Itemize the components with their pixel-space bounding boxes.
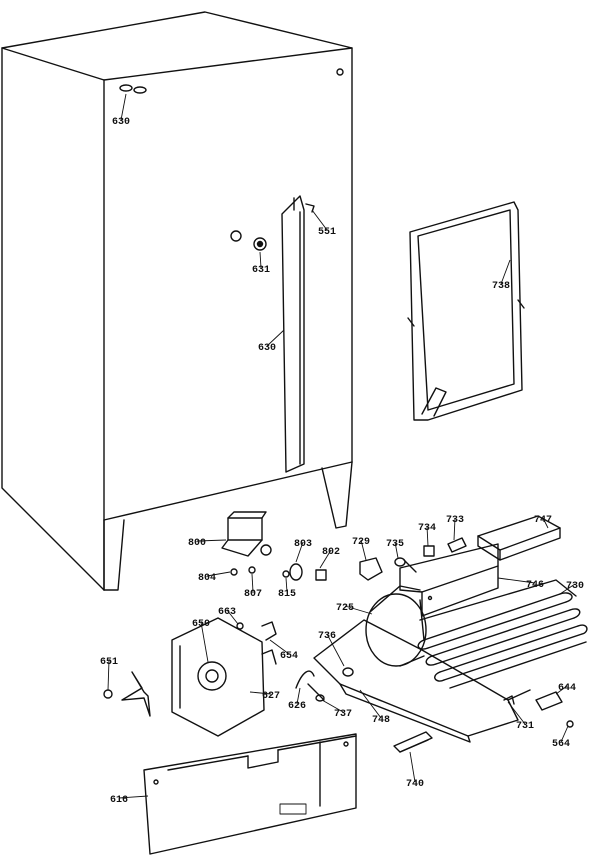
- leader-line-663: [226, 609, 239, 625]
- leader-line-736: [326, 633, 345, 667]
- part-label-729: 729: [352, 537, 370, 548]
- leader-line-725: [344, 605, 373, 615]
- leader-line-630a: [120, 93, 127, 121]
- part-label-644: 644: [558, 683, 576, 694]
- part-label-630a: 630: [112, 117, 130, 128]
- leader-line-564: [560, 725, 569, 743]
- leader-line-731: [507, 701, 526, 725]
- compressor-725: [365, 585, 427, 667]
- leader-line-735: [394, 541, 399, 559]
- fan-shroud-627: [171, 617, 265, 737]
- leader-line-803: [295, 541, 304, 563]
- fitting-731: [503, 695, 515, 705]
- fitting-736: [342, 667, 354, 677]
- grommet-631: [253, 237, 267, 251]
- leader-line-626: [296, 687, 301, 705]
- part-label-731: 731: [516, 721, 534, 732]
- part-label-725: 725: [336, 603, 354, 614]
- leader-line-650: [200, 621, 209, 663]
- relay-729: [359, 557, 383, 581]
- cabinet-hole: [230, 230, 242, 242]
- screw-551: [305, 203, 315, 213]
- refrigerator-cabinet: [1, 11, 353, 591]
- leader-line-729: [360, 539, 367, 561]
- part-label-551: 551: [318, 227, 336, 238]
- leader-line-740: [409, 751, 416, 783]
- connector-733: [447, 537, 467, 553]
- leader-line-651: [107, 659, 110, 691]
- leader-line-802: [319, 549, 332, 569]
- part-label-626: 626: [288, 701, 306, 712]
- part-label-663: 663: [218, 607, 236, 618]
- mullion-strip: [281, 195, 305, 473]
- leader-line-551: [311, 209, 328, 231]
- leader-line-807: [251, 573, 254, 593]
- leader-line-737: [321, 699, 344, 713]
- washer-807: [248, 566, 256, 574]
- part-label-804: 804: [198, 573, 216, 584]
- part-label-736: 736: [318, 631, 336, 642]
- leader-line-631: [259, 251, 262, 269]
- part-label-807: 807: [244, 589, 262, 600]
- leader-line-746: [497, 577, 536, 584]
- leader-line-630b: [266, 329, 285, 347]
- fitting-803: [289, 563, 303, 581]
- part-label-630b: 630: [258, 343, 276, 354]
- leader-line-616: [118, 795, 149, 799]
- leader-line-730: [559, 583, 576, 595]
- access-panel-616: [143, 733, 357, 855]
- water-valve-800: [221, 511, 272, 557]
- part-label-654: 654: [280, 651, 298, 662]
- clip-740: [393, 731, 433, 753]
- nut-802: [315, 569, 327, 581]
- part-label-735: 735: [386, 539, 404, 550]
- screw-564: [566, 720, 574, 728]
- part-label-746: 746: [526, 580, 544, 591]
- leader-line-747: [542, 517, 549, 529]
- part-label-737: 737: [334, 709, 352, 720]
- part-label-747: 747: [534, 515, 552, 526]
- leader-line-738: [500, 259, 511, 285]
- leader-line-627: [249, 691, 272, 695]
- part-label-803: 803: [294, 539, 312, 550]
- leader-line-654: [269, 639, 290, 655]
- door-gasket-738: [407, 201, 525, 421]
- leader-line-804: [206, 571, 231, 577]
- bracket-644: [535, 691, 563, 711]
- part-label-730: 730: [566, 581, 584, 592]
- leader-line-800: [196, 539, 227, 542]
- part-label-740: 740: [406, 779, 424, 790]
- part-label-815: 815: [278, 589, 296, 600]
- part-label-802: 802: [322, 547, 340, 558]
- washer-804: [230, 568, 238, 576]
- part-label-627: 627: [262, 691, 280, 702]
- part-label-616: 616: [110, 795, 128, 806]
- control-plate-746: [399, 543, 499, 617]
- part-label-800: 800: [188, 538, 206, 549]
- part-label-631: 631: [252, 265, 270, 276]
- fan-blade-651: [103, 671, 151, 717]
- condenser-coil-730: [417, 579, 588, 689]
- capacitor-734: [423, 545, 435, 557]
- drier-737: [307, 683, 325, 702]
- leader-line-748: [359, 689, 382, 719]
- part-label-748: 748: [372, 715, 390, 726]
- bracket-663: [236, 622, 244, 630]
- tube-626: [295, 670, 315, 689]
- washer-815: [282, 570, 290, 578]
- part-label-564: 564: [552, 739, 570, 750]
- clip-654: [261, 621, 277, 665]
- fan-motor-650: [197, 661, 227, 691]
- leader-line-734: [426, 525, 429, 547]
- leader-line-644: [555, 685, 568, 695]
- leader-line-815: [285, 577, 288, 593]
- leader-line-733: [453, 517, 456, 541]
- overload-735: [394, 557, 417, 573]
- part-label-738: 738: [492, 281, 510, 292]
- base-tray-748: [313, 619, 531, 743]
